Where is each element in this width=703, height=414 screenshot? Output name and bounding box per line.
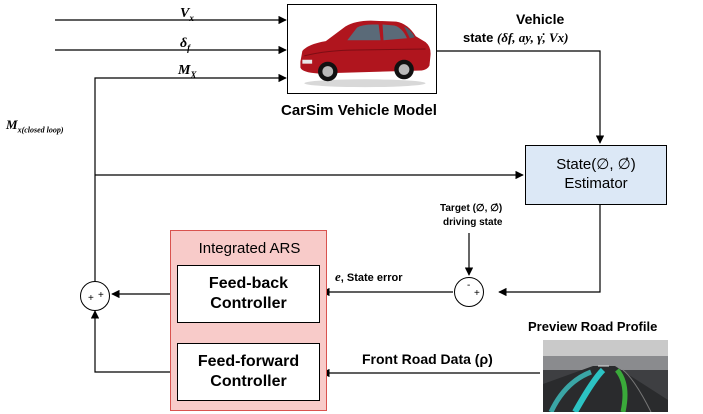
closed-loop-moment-label: Mx(closed loop) bbox=[6, 117, 64, 135]
target-state-label: Target (∅, ∅̇) bbox=[440, 203, 503, 214]
feedback-controller-line1: Feed-back bbox=[208, 275, 289, 292]
vehicle-state-vars: state (δf, ay, γ̇, Vx) bbox=[463, 30, 569, 45]
state-error-label: e, State error bbox=[335, 269, 403, 284]
steer-angle-input-label: δf bbox=[180, 36, 191, 53]
car-icon bbox=[300, 20, 431, 88]
feedforward-controller-line1: Feed-forward bbox=[197, 353, 300, 370]
error-sum-plus-sign: + bbox=[474, 288, 480, 299]
vehicle-model-label: CarSim Vehicle Model bbox=[281, 102, 437, 119]
error-sum-minus-sign: - bbox=[467, 280, 471, 291]
ars-title: Integrated ARS bbox=[198, 240, 301, 257]
yaw-moment-input-label: MX bbox=[178, 63, 197, 80]
error-summing-junction: - + bbox=[454, 277, 484, 307]
carsim-vehicle-model-box bbox=[287, 4, 437, 94]
feedback-controller-line2: Controller bbox=[210, 295, 287, 312]
driving-state-label: driving state bbox=[443, 217, 503, 228]
vehicle-state-title: Vehicle bbox=[516, 11, 565, 27]
output-summing-junction: + + bbox=[80, 281, 110, 311]
output-sum-right-plus: + bbox=[98, 290, 104, 301]
vx-input-label: Vx bbox=[180, 6, 194, 23]
estimator-subtitle: Estimator bbox=[564, 175, 628, 192]
road-preview-image bbox=[543, 340, 668, 412]
preview-road-profile-title: Preview Road Profile bbox=[528, 319, 658, 334]
output-sum-left-plus: + bbox=[88, 293, 94, 304]
state-estimator-box: State(∅, ∅̇) Estimator bbox=[525, 145, 667, 205]
feedforward-controller-line2: Controller bbox=[210, 373, 287, 390]
feedback-controller-box: Feed-back Controller bbox=[177, 265, 320, 323]
front-road-data-label: Front Road Data (ρ) bbox=[362, 351, 493, 367]
feedforward-controller-box: Feed-forward Controller bbox=[177, 343, 320, 401]
estimator-title: State(∅, ∅̇) bbox=[556, 156, 636, 174]
